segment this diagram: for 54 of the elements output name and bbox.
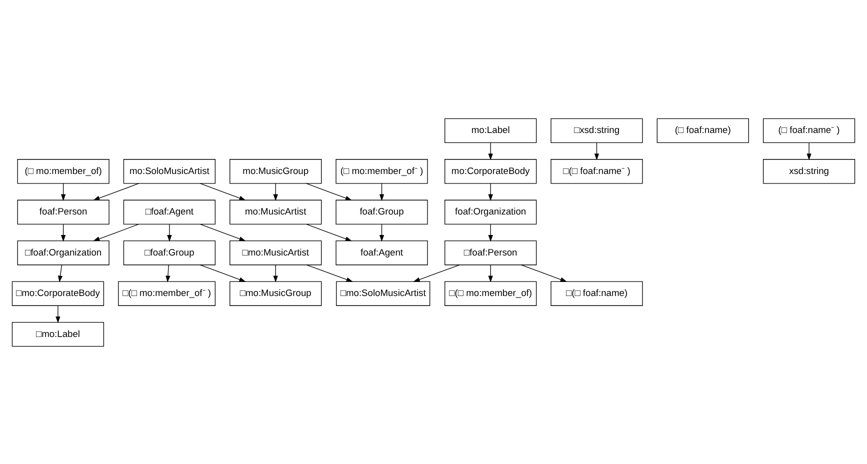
arrow: [379, 182, 384, 200]
node-box: xsd:string: [762, 158, 856, 184]
node-box: □(□ foaf:name): [550, 280, 643, 306]
arrow: [306, 223, 352, 241]
node-box: (□ foaf:name⁻ ): [762, 118, 856, 143]
node-box: □(□ foaf:name⁻ ): [550, 158, 643, 184]
node-box: (□ mo:member_of⁻ ): [336, 158, 428, 184]
node-box: □foaf:Agent: [123, 199, 216, 224]
arrow: [273, 264, 278, 282]
arrow: [488, 264, 493, 282]
node-box: mo:Label: [444, 118, 537, 143]
arrow: [60, 223, 66, 242]
node-box: foaf:Organization: [444, 199, 537, 224]
arrow: [200, 264, 246, 282]
arrow: [594, 142, 600, 160]
node-box: □(□ mo:member_of): [444, 280, 537, 306]
node-box: □mo:SoloMusicArtist: [336, 280, 430, 306]
node-box: □mo:MusicGroup: [230, 280, 322, 306]
node-box: □mo:MusicArtist: [230, 240, 322, 265]
node-box: foaf:Group: [336, 199, 428, 224]
node-box: foaf:Agent: [336, 240, 428, 265]
arrow: [273, 182, 278, 200]
node-box: foaf:Person: [17, 199, 110, 224]
arrow: [306, 182, 352, 200]
arrow: [56, 304, 60, 323]
node-box: mo:SoloMusicArtist: [123, 158, 216, 184]
node-box: □mo:CorporateBody: [12, 280, 104, 306]
node-box: mo:MusicGroup: [230, 158, 322, 184]
node-box: mo:MusicArtist: [230, 199, 322, 224]
arrow: [167, 223, 172, 242]
arrow: [93, 182, 140, 200]
node-box: □foaf:Person: [444, 240, 537, 265]
node-box: □xsd:string: [550, 118, 643, 143]
arrow: [200, 223, 246, 241]
node-box: (□ foaf:name): [656, 118, 749, 143]
arrow: [93, 223, 140, 241]
arrow: [379, 223, 384, 242]
node-box: □mo:Label: [12, 321, 104, 346]
node-box: (□ mo:member_of): [17, 158, 110, 184]
node-box: □(□ mo:member_of⁻ ): [118, 280, 216, 306]
node-box: □foaf:Organization: [17, 240, 110, 265]
arrow: [306, 264, 354, 282]
arrow: [488, 223, 493, 242]
arrow: [488, 142, 493, 160]
arrow: [166, 264, 170, 282]
arrow: [413, 264, 460, 282]
arrow: [488, 182, 493, 200]
arrow: [520, 264, 568, 282]
arrow: [806, 142, 812, 160]
node-box: mo:CorporateBody: [444, 158, 537, 184]
arrow: [58, 264, 63, 282]
arrow: [200, 182, 246, 200]
arrow: [60, 182, 66, 200]
node-box: □foaf:Group: [123, 240, 216, 265]
